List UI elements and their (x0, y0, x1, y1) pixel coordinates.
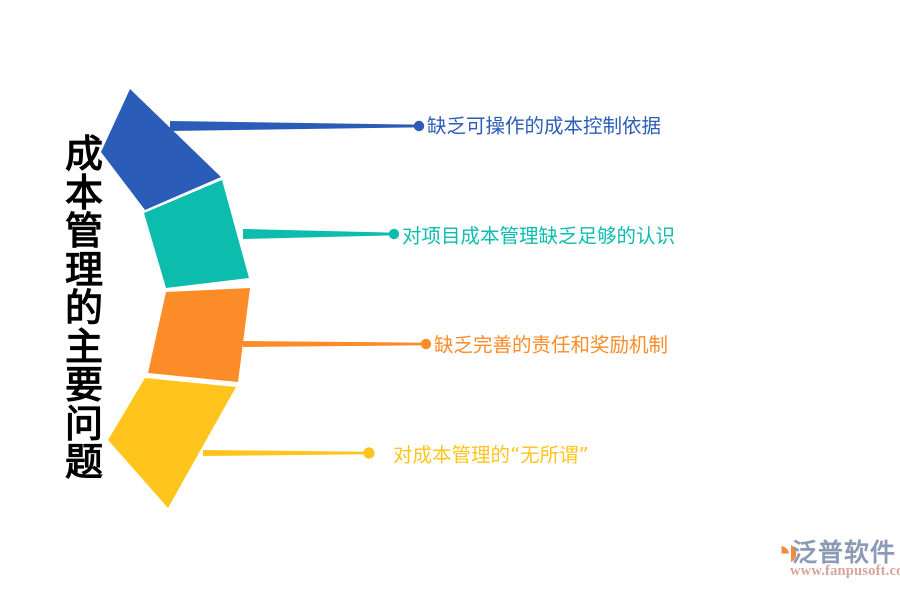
orange-segment[interactable] (148, 288, 250, 382)
item-label-1: 缺乏可操作的成本控制依据 (427, 114, 662, 138)
item-label-4: 对成本管理的“无所谓” (393, 443, 589, 467)
blue-connector-dot (413, 120, 425, 132)
brand-name: 泛普软件 (792, 538, 897, 567)
orange-connector (243, 341, 425, 347)
orange-connector-dot (420, 338, 432, 350)
brand-logo: 泛普软件 www.fanpusoft.com (760, 533, 900, 585)
yellow-connector-dot (363, 447, 375, 459)
yellow-connector (203, 450, 368, 456)
blue-connector (170, 121, 418, 131)
page-title: 成本管理的主要问题 (64, 132, 103, 484)
yellow-segment[interactable] (108, 378, 236, 508)
blue-segment[interactable] (101, 89, 221, 210)
brand-url: www.fanpusoft.com (790, 563, 900, 579)
item-label-2: 对项目成本管理缺乏足够的认识 (402, 224, 676, 248)
teal-segment[interactable] (144, 180, 249, 288)
brand-logo-mark (772, 540, 797, 567)
item-label-3: 缺乏完善的责任和奖励机制 (434, 333, 669, 357)
teal-connector (243, 229, 393, 239)
teal-connector-dot (388, 228, 400, 240)
